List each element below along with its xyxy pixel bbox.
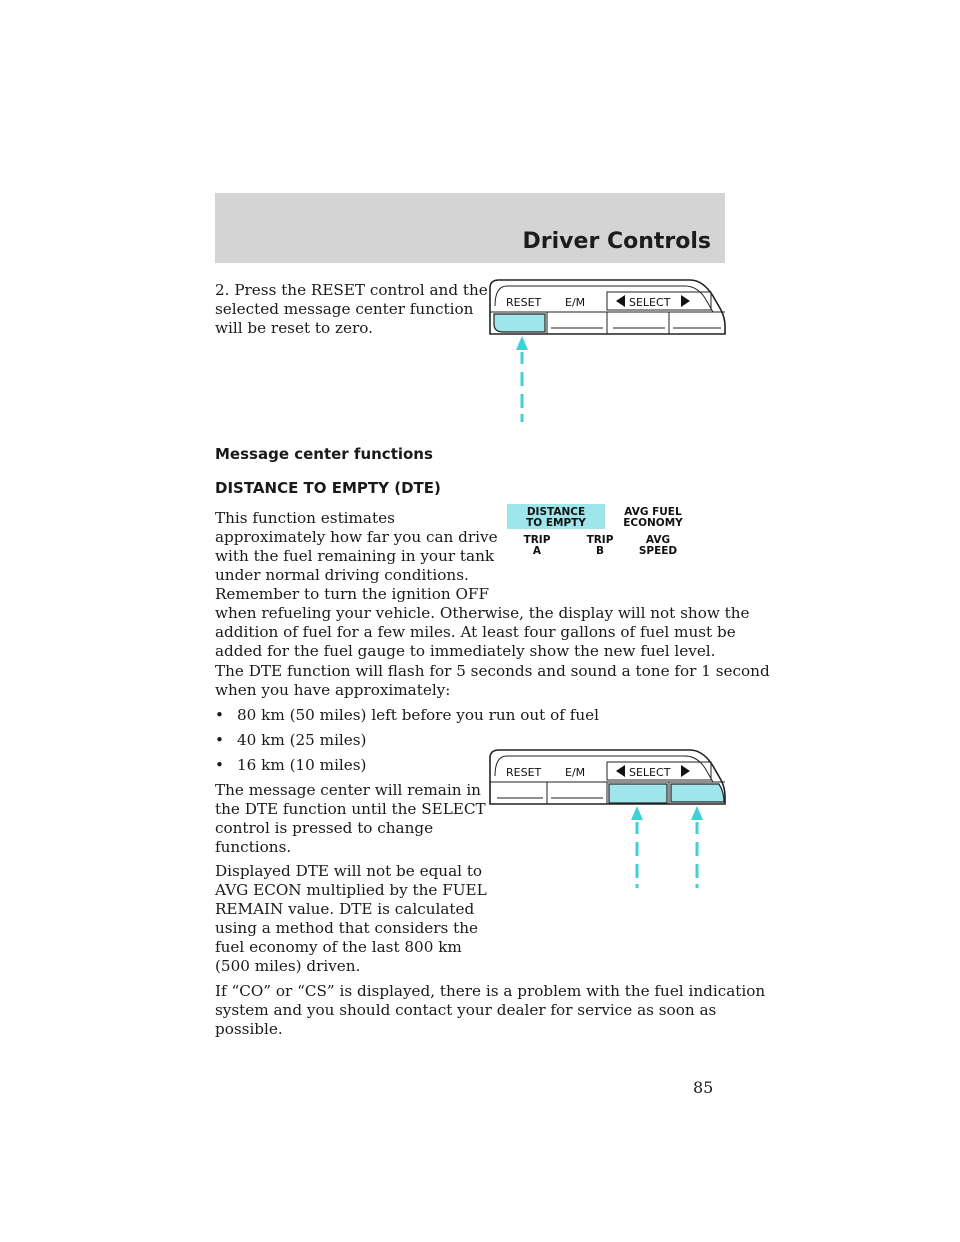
em-label-2: E/M bbox=[565, 766, 585, 779]
reset-label-2: RESET bbox=[506, 766, 542, 779]
displayed-line-2: AVG ECON multiplied by the FUEL bbox=[215, 881, 487, 899]
trip-b-label-2: B bbox=[596, 545, 604, 557]
dte-intro-line-5: Remember to turn the ignition OFF bbox=[215, 585, 489, 603]
remain-line-4: functions. bbox=[215, 838, 292, 856]
dte-intro-line-1: This function estimates bbox=[215, 509, 395, 527]
co-cs-line-3: possible. bbox=[215, 1020, 283, 1038]
step2-line-2: selected message center function bbox=[215, 300, 474, 318]
flash-line-1: The DTE function will flash for 5 second… bbox=[215, 662, 770, 680]
header-band: Driver Controls bbox=[215, 193, 725, 263]
heading-message-center-functions: Message center functions bbox=[215, 445, 433, 463]
left-arrow-icon bbox=[616, 295, 625, 307]
dte-intro-line-8: added for the fuel gauge to immediately … bbox=[215, 642, 716, 660]
reset-button-figure: RESET E/M SELECT bbox=[489, 279, 726, 422]
trip-a-label-1: TRIP bbox=[524, 534, 551, 546]
bullet-text-2: 40 km (25 miles) bbox=[237, 731, 367, 749]
trip-b-label-1: TRIP bbox=[587, 534, 614, 546]
avg-fuel-label-2: ECONOMY bbox=[623, 517, 683, 529]
select-right-key-highlight bbox=[670, 783, 725, 803]
bullet-item-3: •16 km (10 miles) bbox=[215, 756, 367, 774]
select-label: SELECT bbox=[629, 296, 671, 309]
flash-line-2: when you have approximately: bbox=[215, 681, 451, 699]
page-number: 85 bbox=[693, 1078, 714, 1097]
reset-label: RESET bbox=[506, 296, 542, 309]
dte-label-2: TO EMPTY bbox=[526, 517, 586, 529]
section-title: Driver Controls bbox=[522, 229, 711, 254]
bullet-item-2: •40 km (25 miles) bbox=[215, 731, 367, 749]
step2-line-3: will be reset to zero. bbox=[215, 319, 373, 337]
remain-line-3: control is pressed to change bbox=[215, 819, 434, 837]
avg-speed-label-2: SPEED bbox=[639, 545, 678, 557]
remain-line-2: the DTE function until the SELECT bbox=[215, 800, 486, 818]
displayed-line-6: (500 miles) driven. bbox=[215, 957, 361, 975]
right-arrow-icon bbox=[681, 765, 690, 777]
pointer-arrow-icon bbox=[691, 806, 703, 820]
message-center-display-figure: DISTANCE TO EMPTY AVG FUEL ECONOMY TRIP … bbox=[507, 504, 683, 557]
displayed-line-5: fuel economy of the last 800 km bbox=[215, 938, 462, 956]
dte-intro-line-6: when refueling your vehicle. Otherwise, … bbox=[215, 604, 750, 622]
reset-key-highlight bbox=[493, 313, 546, 333]
select-left-key-highlight bbox=[608, 783, 668, 804]
avg-speed-label-1: AVG bbox=[646, 534, 670, 546]
avg-fuel-label-1: AVG FUEL bbox=[624, 506, 682, 518]
displayed-line-1: Displayed DTE will not be equal to bbox=[215, 862, 483, 880]
dte-highlight bbox=[507, 504, 605, 529]
co-cs-line-2: system and you should contact your deale… bbox=[215, 1001, 717, 1019]
left-arrow-icon bbox=[616, 765, 625, 777]
heading-distance-to-empty: DISTANCE TO EMPTY (DTE) bbox=[215, 479, 441, 497]
bullet-text-1: 80 km (50 miles) left before you run out… bbox=[237, 706, 599, 724]
displayed-line-4: using a method that considers the bbox=[215, 919, 479, 937]
displayed-line-3: REMAIN value. DTE is calculated bbox=[215, 900, 475, 918]
dte-intro-line-2: approximately how far you can drive bbox=[215, 528, 498, 546]
pointer-arrow-icon bbox=[516, 336, 528, 350]
dte-intro-line-7: addition of fuel for a few miles. At lea… bbox=[215, 623, 736, 641]
co-cs-line-1: If “CO” or “CS” is displayed, there is a… bbox=[215, 982, 766, 1000]
step2-line-1: 2. Press the RESET control and the bbox=[215, 281, 488, 299]
dte-intro-line-3: with the fuel remaining in your tank bbox=[215, 547, 495, 565]
dte-intro-line-4: under normal driving conditions. bbox=[215, 566, 469, 584]
trip-a-label-2: A bbox=[533, 545, 542, 557]
dte-label-1: DISTANCE bbox=[527, 506, 585, 518]
bullet-text-3: 16 km (10 miles) bbox=[237, 756, 367, 774]
bullet-item-1: •80 km (50 miles) left before you run ou… bbox=[215, 706, 599, 724]
remain-line-1: The message center will remain in bbox=[215, 781, 481, 799]
em-label: E/M bbox=[565, 296, 585, 309]
pointer-arrow-icon bbox=[631, 806, 643, 820]
select-label-2: SELECT bbox=[629, 766, 671, 779]
select-button-figure: RESET E/M SELECT bbox=[489, 749, 726, 888]
right-arrow-icon bbox=[681, 295, 690, 307]
